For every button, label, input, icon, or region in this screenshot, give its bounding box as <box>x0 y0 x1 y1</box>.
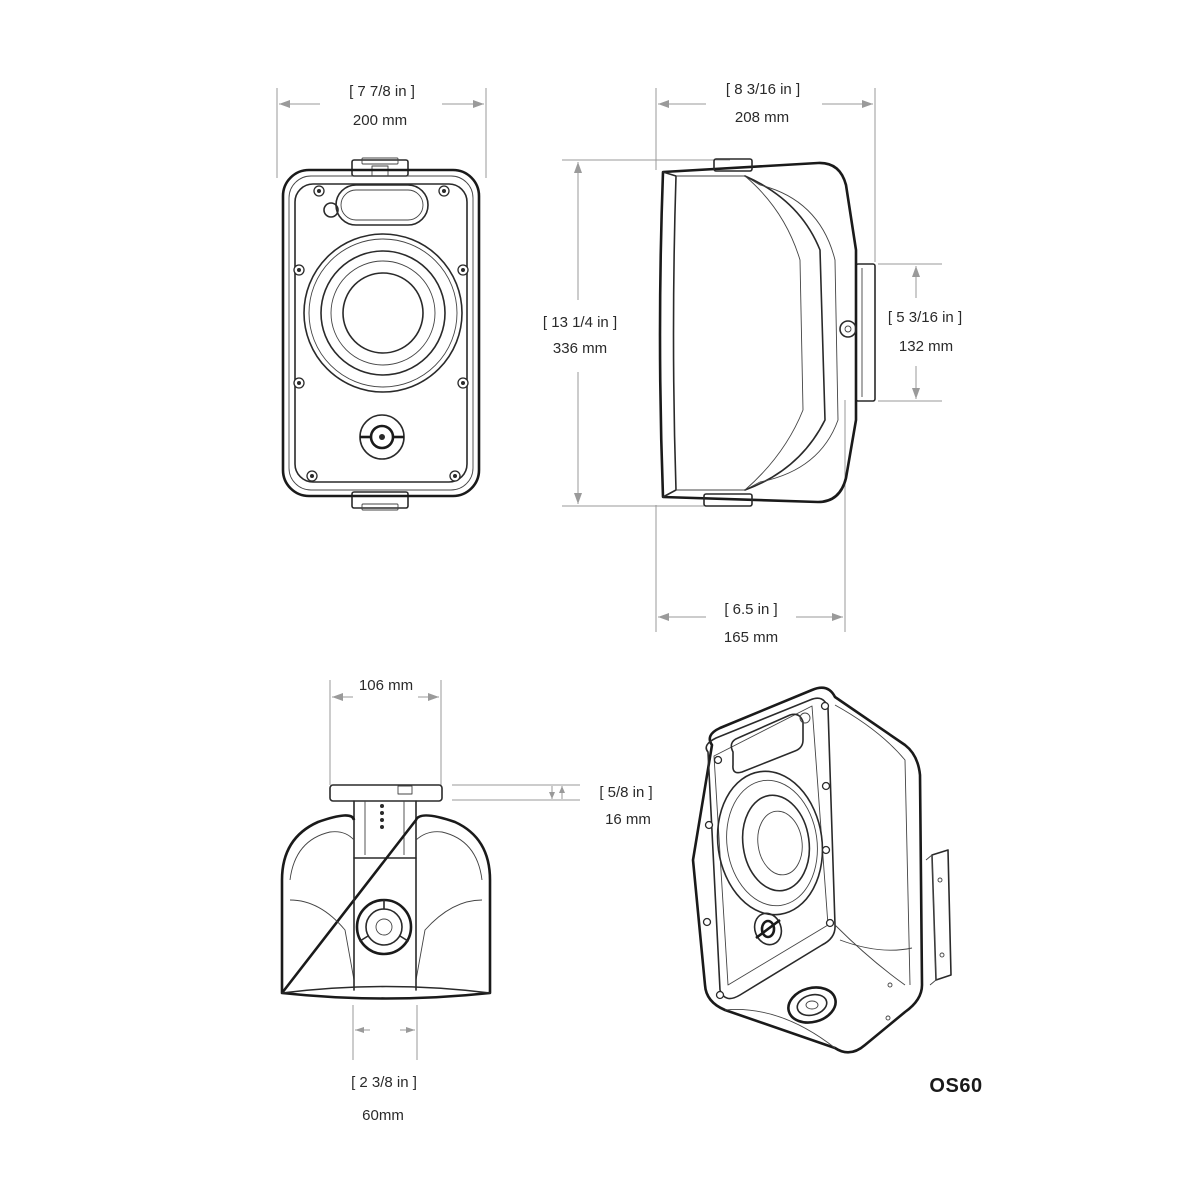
side-body-depth-dimension: [ 6.5 in ] 165 mm <box>655 400 846 646</box>
iso-screws <box>702 701 835 1000</box>
front-tweeter <box>359 414 405 460</box>
side-depth-mm-label: 208 mm <box>735 109 789 126</box>
iso-baffle <box>705 697 836 1000</box>
side-depth-dimension: [ 8 3/16 in ] 208 mm <box>655 81 876 262</box>
front-view: [ 7 7/8 in ] 200 mm <box>276 83 487 511</box>
top-arm-in-label: [ 2 3/8 in ] <box>351 1074 417 1091</box>
side-bracket-dimension: [ 5 3/16 in ] 132 mm <box>878 263 962 402</box>
top-arm <box>353 800 417 859</box>
iso-terminal-cup <box>787 986 837 1024</box>
front-bottom-bracket <box>351 491 409 511</box>
side-height-mm-label: 336 mm <box>553 340 607 357</box>
side-enclosure <box>658 161 858 504</box>
side-height-dimension: [ 13 1/4 in ] 336 mm <box>543 159 730 507</box>
iso-tweeter <box>753 912 783 946</box>
top-plate-dimension: [ 5/8 in ] 16 mm <box>452 784 653 828</box>
top-terminal-cup <box>355 898 413 956</box>
isometric-view <box>691 686 952 1054</box>
top-plate-mm-label: 16 mm <box>605 811 651 828</box>
side-height-in-label: [ 13 1/4 in ] <box>543 314 617 331</box>
side-body-depth-in-label: [ 6.5 in ] <box>724 601 777 618</box>
front-width-mm-label: 200 mm <box>353 112 407 129</box>
top-bracket-width-label: 106 mm <box>359 677 413 694</box>
front-screws <box>293 185 469 482</box>
top-plate-in-label: [ 5/8 in ] <box>599 784 652 801</box>
top-wall-plate <box>329 784 443 802</box>
iso-wall-bracket <box>925 849 952 986</box>
side-top-tab <box>713 158 753 172</box>
top-arm-dimension: [ 2 3/8 in ] 60mm <box>351 1005 418 1124</box>
top-enclosure <box>280 814 492 1000</box>
side-wall-bracket <box>855 263 876 402</box>
front-enclosure <box>281 168 481 498</box>
side-bracket-in-label: [ 5 3/16 in ] <box>888 309 962 326</box>
front-width-dimension: [ 7 7/8 in ] 200 mm <box>276 83 487 178</box>
front-width-in-label: [ 7 7/8 in ] <box>349 83 415 100</box>
side-bottom-tab <box>703 493 753 507</box>
model-name: OS60 <box>929 1075 982 1097</box>
top-bracket-width-dimension: 106 mm <box>329 677 442 785</box>
top-view: 106 mm [ 5/8 in ] 16 mm [ 2 3/8 in ] 60m… <box>280 677 653 1124</box>
side-bracket-mm-label: 132 mm <box>899 338 953 355</box>
top-arm-mm-label: 60mm <box>362 1107 404 1124</box>
side-view: [ 8 3/16 in ] 208 mm [ 13 1/4 in ] 336 m… <box>543 81 962 646</box>
front-woofer <box>303 233 463 393</box>
front-top-bracket <box>351 157 409 177</box>
iso-woofer <box>716 770 824 916</box>
iso-enclosure <box>691 686 924 1054</box>
side-body-depth-mm-label: 165 mm <box>724 629 778 646</box>
side-depth-in-label: [ 8 3/16 in ] <box>726 81 800 98</box>
